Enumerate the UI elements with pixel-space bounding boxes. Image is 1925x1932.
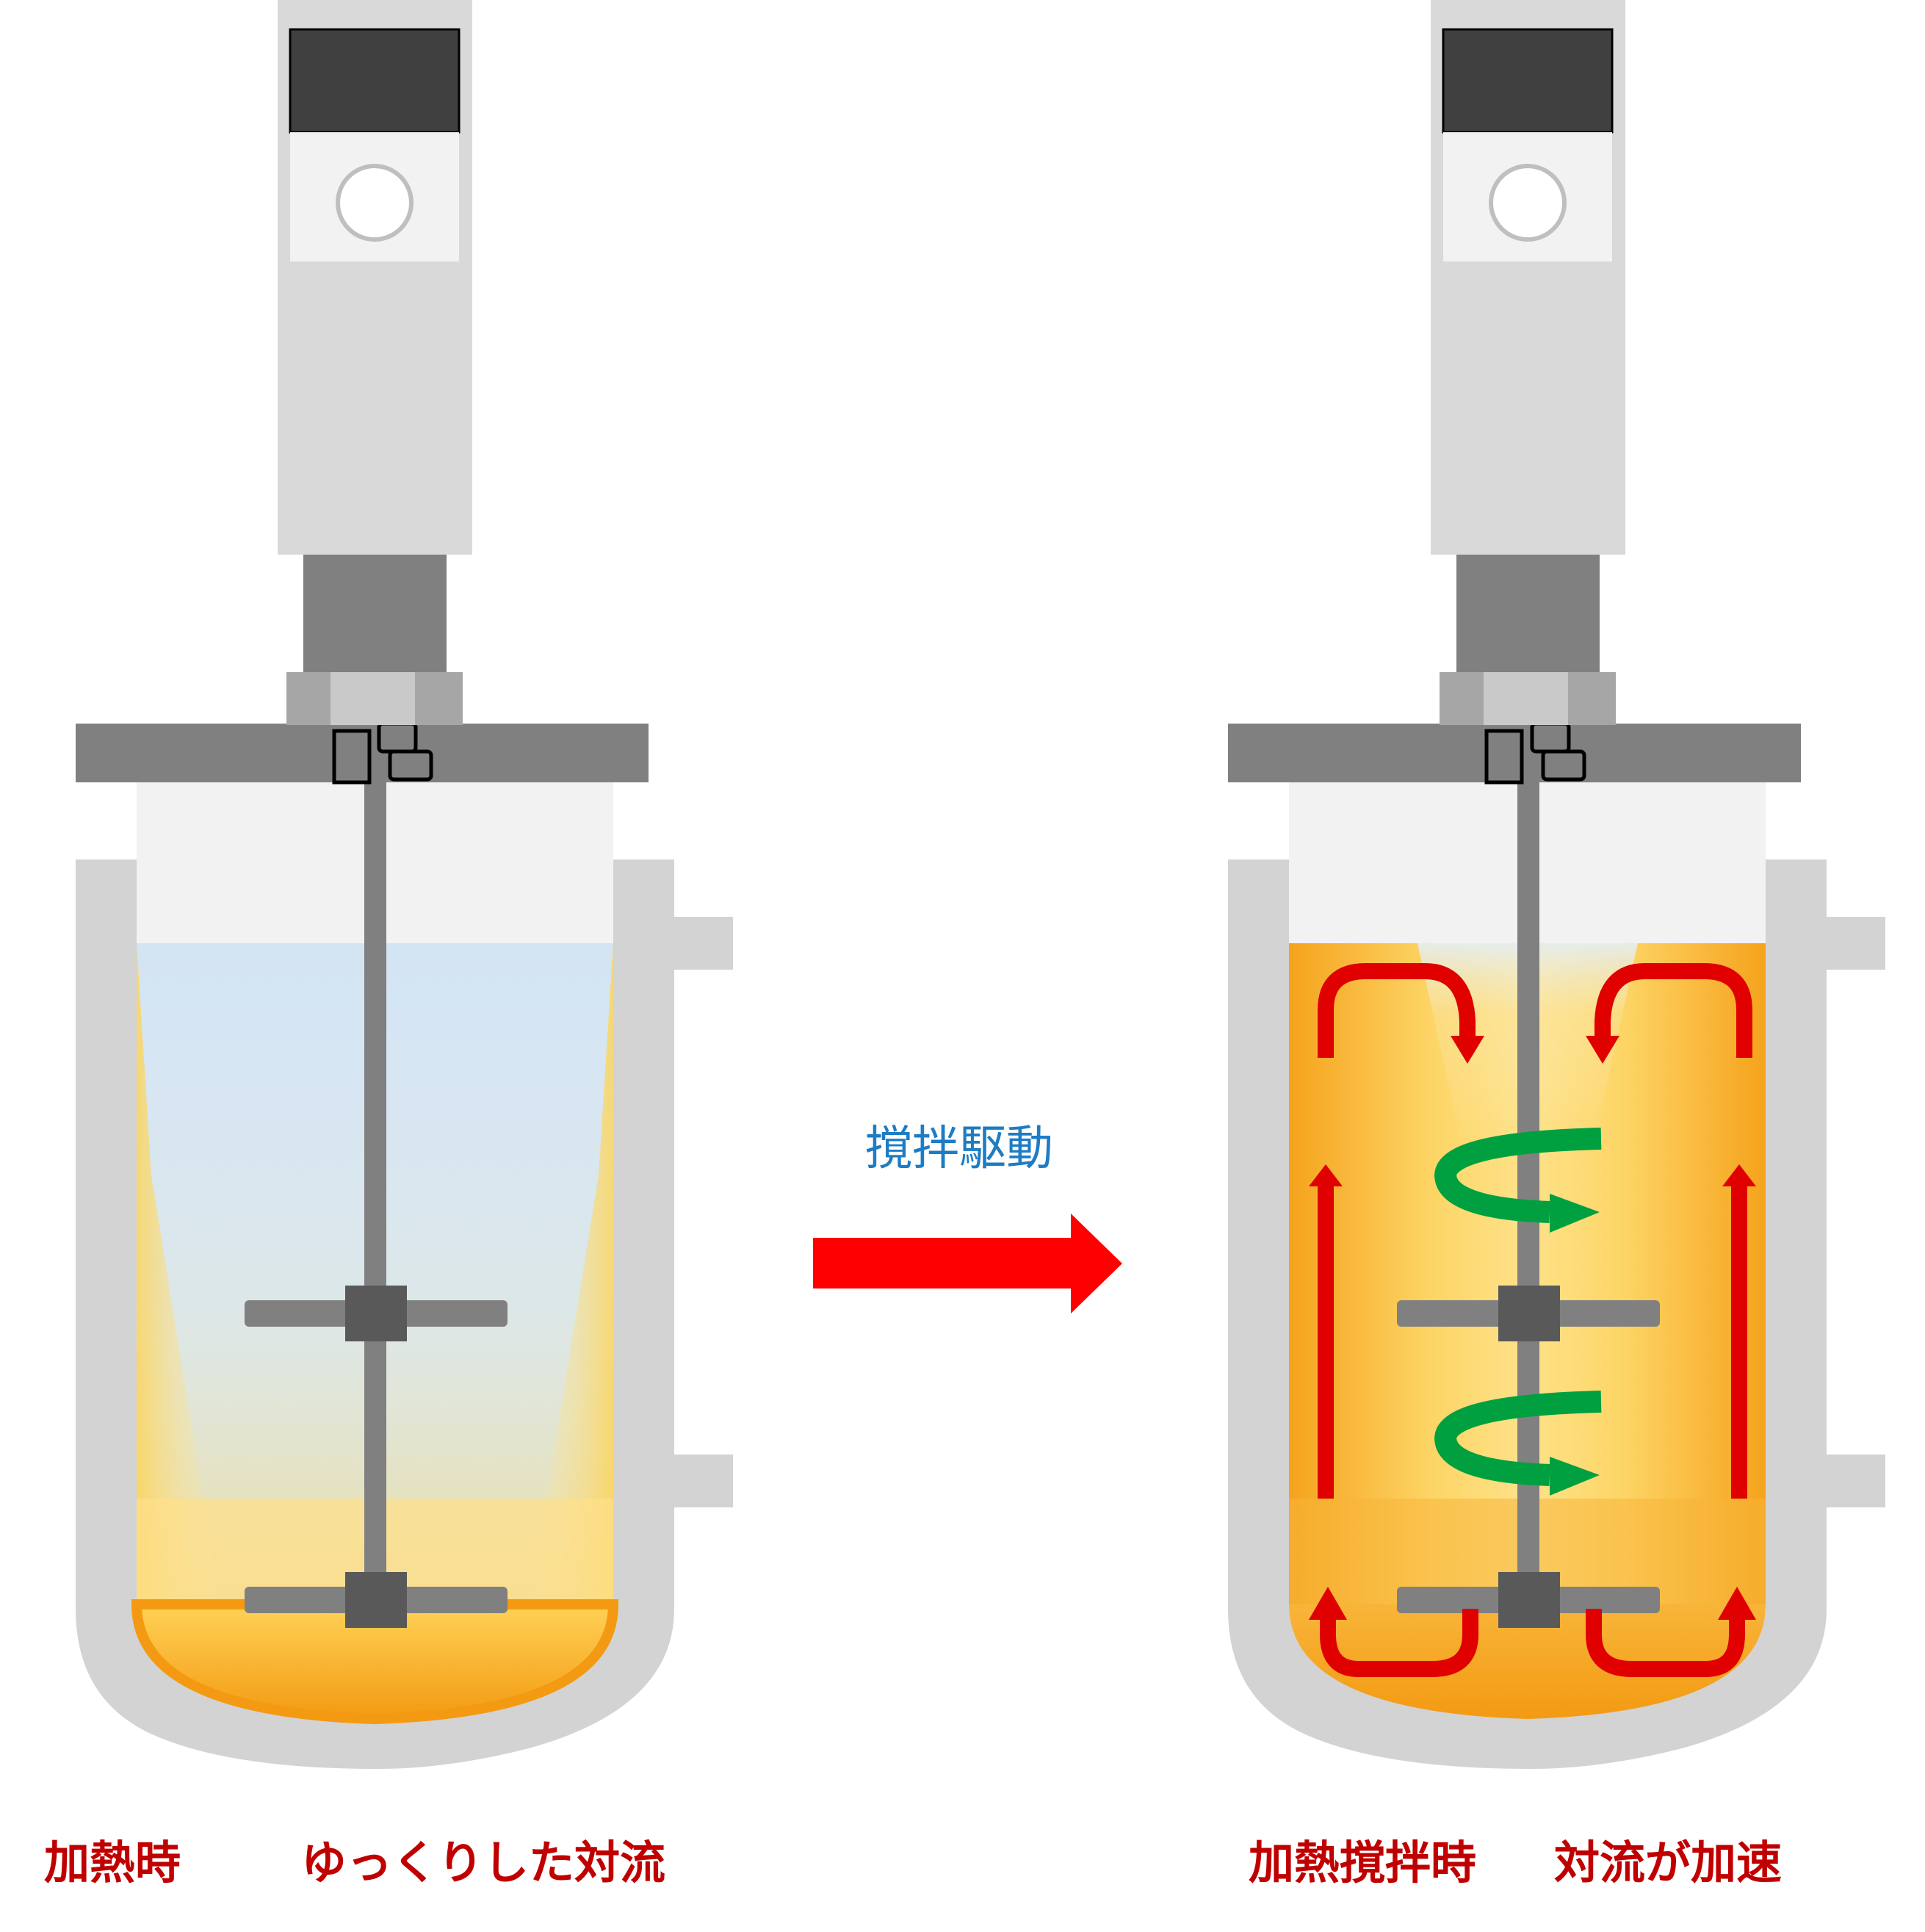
left-state-label: 加熱時 [44,1836,181,1889]
convection-arrowheads [1309,1036,1756,1620]
left-heated-bottom [137,1604,613,1719]
left-stirrer-motor-icon [278,0,472,725]
right-stirrer-motor-icon [1431,0,1625,725]
left-jacket [76,859,674,1769]
right-jacket-port-bottom [1827,1455,1885,1507]
right-heated-bottom [1289,1604,1766,1719]
left-shaft [364,764,386,1609]
right-result-label: 対流が加速 [1554,1836,1783,1889]
convection-arrow-icon [1318,963,1752,1677]
right-arrow-icon [813,1214,1122,1313]
right-state-label: 加熱撹拌時 [1249,1836,1477,1889]
swirl-arrow-icon [1434,1128,1602,1496]
right-reactor [1228,0,1885,1769]
left-reactor [76,0,733,1769]
transition-label: 撹拌駆動 [865,1122,1053,1176]
left-result-label: ゆっくりした対流 [301,1836,666,1889]
left-jacket-port-bottom [674,1455,733,1507]
right-jacket [1228,859,1827,1769]
right-jacket-port-top [1827,917,1885,970]
left-jacket-port-top [674,917,733,970]
